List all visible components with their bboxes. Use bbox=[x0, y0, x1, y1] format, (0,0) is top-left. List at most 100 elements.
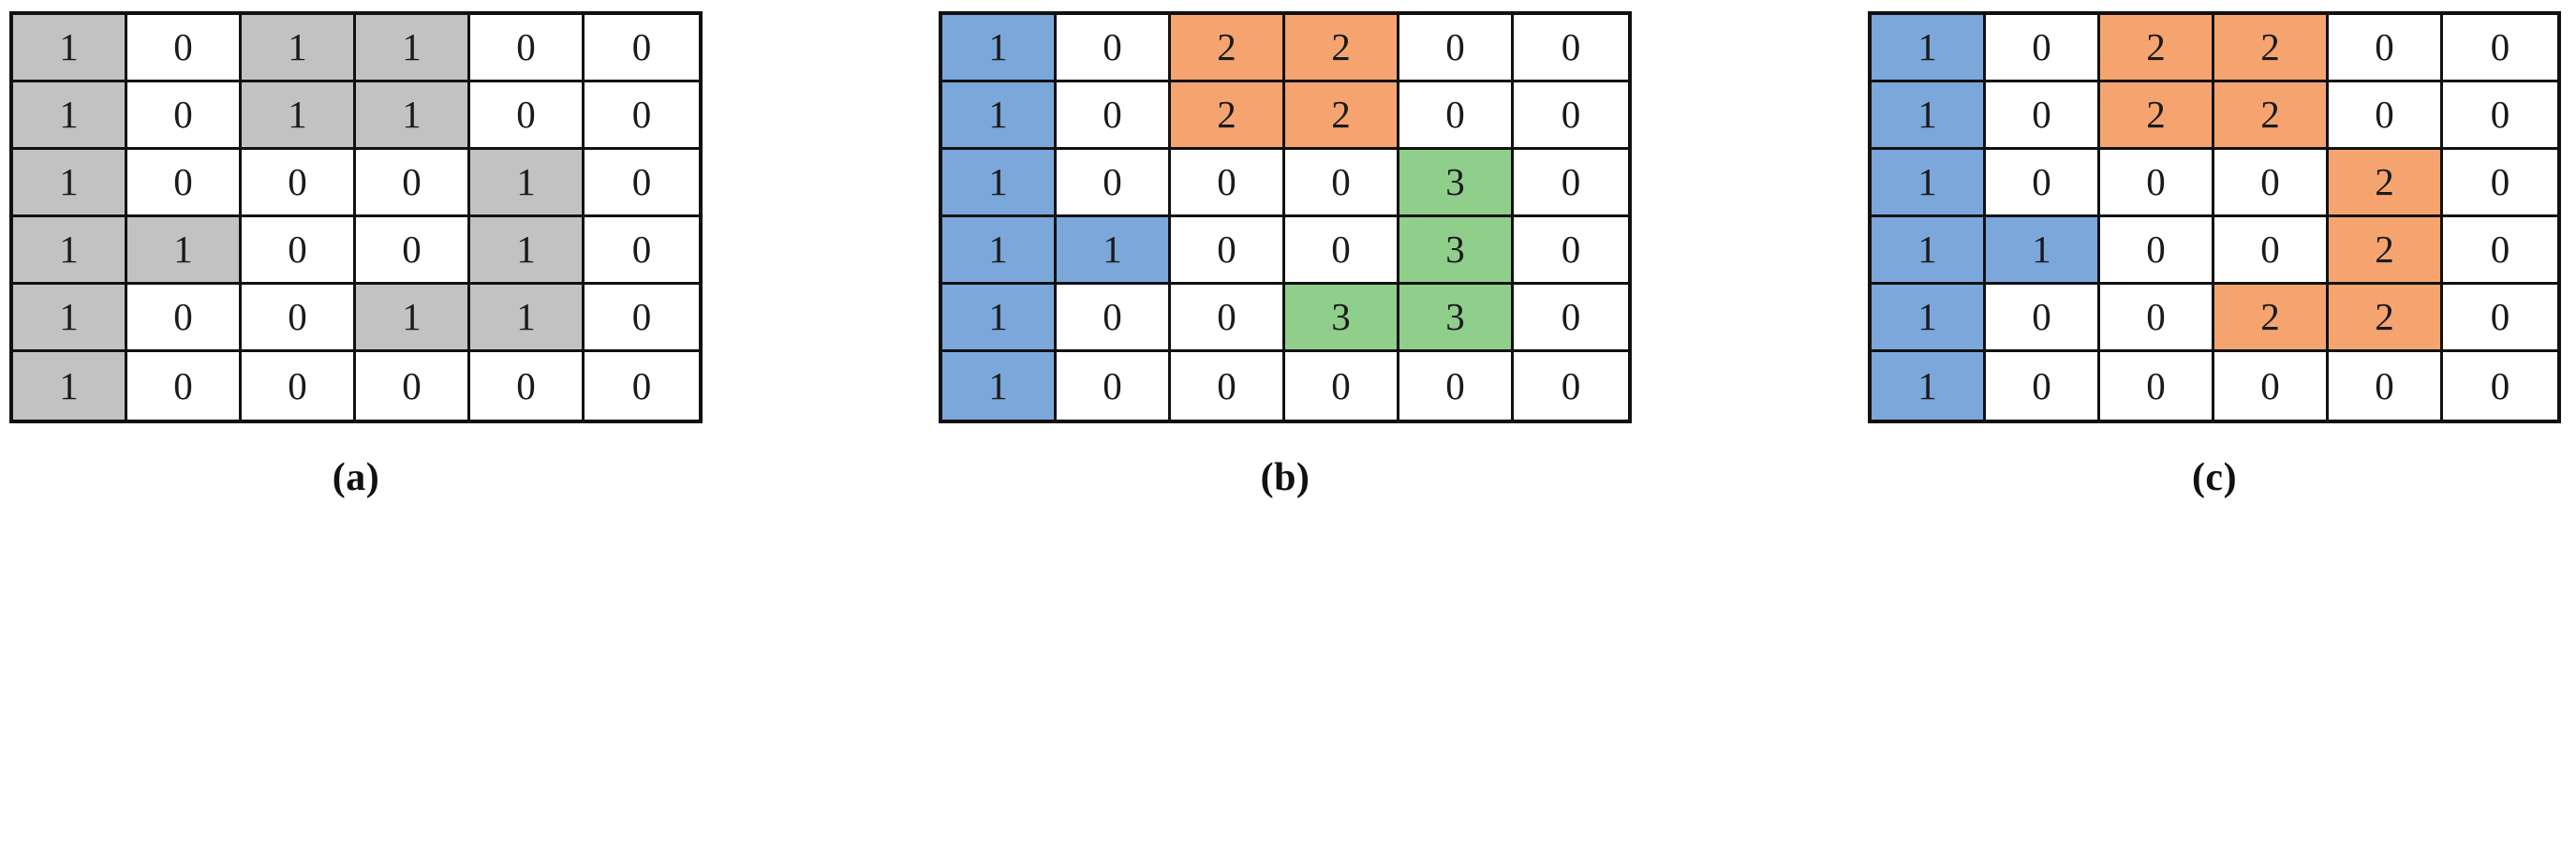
grid-b-cell-r4c2: 1 bbox=[1057, 217, 1171, 285]
grid-b-cell-r3c2: 0 bbox=[1057, 150, 1171, 217]
grid-c-cell-r2c5: 0 bbox=[2329, 82, 2443, 150]
grid-c-cell-r2c1: 1 bbox=[1872, 82, 1986, 150]
grid-b-cell-r2c4: 2 bbox=[1285, 82, 1399, 150]
grid-a-cell-r6c3: 0 bbox=[242, 352, 356, 420]
grid-b-cell-r5c6: 0 bbox=[1514, 285, 1628, 352]
grid-a-cell-r3c2: 0 bbox=[127, 150, 242, 217]
grid-b-cell-r5c1: 1 bbox=[942, 285, 1057, 352]
grid-c-cell-r6c3: 0 bbox=[2100, 352, 2214, 420]
grid-c-cell-r4c5: 2 bbox=[2329, 217, 2443, 285]
grid-b-cell-r3c1: 1 bbox=[942, 150, 1057, 217]
grid-c-cell-r4c2: 1 bbox=[1986, 217, 2100, 285]
grid-a-cell-r1c1: 1 bbox=[13, 15, 127, 82]
grid-b-cell-r3c6: 0 bbox=[1514, 150, 1628, 217]
grid-b-cell-r5c2: 0 bbox=[1057, 285, 1171, 352]
grid-c-cell-r5c5: 2 bbox=[2329, 285, 2443, 352]
grid-b-cell-r6c3: 0 bbox=[1171, 352, 1285, 420]
grid-a-cell-r4c5: 1 bbox=[470, 217, 585, 285]
grid-a-cell-r1c4: 1 bbox=[356, 15, 470, 82]
grid-b-cell-r1c2: 0 bbox=[1057, 15, 1171, 82]
grid-c-cell-r5c2: 0 bbox=[1986, 285, 2100, 352]
grid-c-cell-r3c2: 0 bbox=[1986, 150, 2100, 217]
caption-a: (a) bbox=[332, 456, 380, 499]
grid-b-cell-r1c1: 1 bbox=[942, 15, 1057, 82]
grid-c-cell-r5c1: 1 bbox=[1872, 285, 1986, 352]
grid-b-cell-r1c3: 2 bbox=[1171, 15, 1285, 82]
grid-b-cell-r5c3: 0 bbox=[1171, 285, 1285, 352]
grid-b-cell-r2c6: 0 bbox=[1514, 82, 1628, 150]
grid-b-cell-r6c1: 1 bbox=[942, 352, 1057, 420]
grid-c-cell-r4c1: 1 bbox=[1872, 217, 1986, 285]
grid-c-cell-r2c4: 2 bbox=[2214, 82, 2329, 150]
grid-b-cell-r2c5: 0 bbox=[1399, 82, 1514, 150]
grid-b-cell-r3c5: 3 bbox=[1399, 150, 1514, 217]
grid-b-cell-r6c5: 0 bbox=[1399, 352, 1514, 420]
grid-c-cell-r3c6: 0 bbox=[2443, 150, 2557, 217]
grid-c-cell-r2c6: 0 bbox=[2443, 82, 2557, 150]
grid-a-cell-r6c1: 1 bbox=[13, 352, 127, 420]
grid-c-cell-r2c2: 0 bbox=[1986, 82, 2100, 150]
grid-b-cell-r1c6: 0 bbox=[1514, 15, 1628, 82]
grid-a-cell-r2c6: 0 bbox=[585, 82, 699, 150]
grid-b-cell-r6c2: 0 bbox=[1057, 352, 1171, 420]
grid-a-cell-r6c5: 0 bbox=[470, 352, 585, 420]
grid-b-cell-r3c3: 0 bbox=[1171, 150, 1285, 217]
grid-c-cell-r3c3: 0 bbox=[2100, 150, 2214, 217]
grid-c-cell-r1c1: 1 bbox=[1872, 15, 1986, 82]
grid-c-cell-r6c1: 1 bbox=[1872, 352, 1986, 420]
grid-a-cell-r1c5: 0 bbox=[470, 15, 585, 82]
grid-b-cell-r4c3: 0 bbox=[1171, 217, 1285, 285]
grid-c-cell-r1c3: 2 bbox=[2100, 15, 2214, 82]
grid-c-cell-r4c4: 0 bbox=[2214, 217, 2329, 285]
grid-b-cell-r2c1: 1 bbox=[942, 82, 1057, 150]
grid-a-cell-r2c4: 1 bbox=[356, 82, 470, 150]
grid-a-cell-r2c1: 1 bbox=[13, 82, 127, 150]
grid-c-cell-r5c6: 0 bbox=[2443, 285, 2557, 352]
grid-a-cell-r2c3: 1 bbox=[242, 82, 356, 150]
grid-a-cell-r6c4: 0 bbox=[356, 352, 470, 420]
grid-a-cell-r5c4: 1 bbox=[356, 285, 470, 352]
grid-c-cell-r3c1: 1 bbox=[1872, 150, 1986, 217]
grid-b-cell-r5c5: 3 bbox=[1399, 285, 1514, 352]
grid-b-cell-r2c3: 2 bbox=[1171, 82, 1285, 150]
grid-b-cell-r4c6: 0 bbox=[1514, 217, 1628, 285]
grid-a-cell-r3c3: 0 bbox=[242, 150, 356, 217]
grid-c-cell-r6c2: 0 bbox=[1986, 352, 2100, 420]
grid-b-cell-r3c4: 0 bbox=[1285, 150, 1399, 217]
grid-b-cell-r1c4: 2 bbox=[1285, 15, 1399, 82]
grid-a-cell-r5c5: 1 bbox=[470, 285, 585, 352]
grid-c-cell-r5c4: 2 bbox=[2214, 285, 2329, 352]
grid-a-cell-r4c2: 1 bbox=[127, 217, 242, 285]
grid-b-cell-r4c4: 0 bbox=[1285, 217, 1399, 285]
grid-b-cell-r6c4: 0 bbox=[1285, 352, 1399, 420]
grid-a-cell-r1c6: 0 bbox=[585, 15, 699, 82]
caption-b: (b) bbox=[1260, 456, 1310, 499]
grid-b-cell-r4c1: 1 bbox=[942, 217, 1057, 285]
grid-c-cell-r3c4: 0 bbox=[2214, 150, 2329, 217]
grid-a-cell-r4c3: 0 bbox=[242, 217, 356, 285]
grid-c-cell-r1c5: 0 bbox=[2329, 15, 2443, 82]
grid-a-cell-r5c1: 1 bbox=[13, 285, 127, 352]
grid-c-cell-r6c5: 0 bbox=[2329, 352, 2443, 420]
grid-a-cell-r3c5: 1 bbox=[470, 150, 585, 217]
grid-a-cell-r3c4: 0 bbox=[356, 150, 470, 217]
grid-a-cell-r4c4: 0 bbox=[356, 217, 470, 285]
grid-a-cell-r1c3: 1 bbox=[242, 15, 356, 82]
grid-c-cell-r1c4: 2 bbox=[2214, 15, 2329, 82]
grid-b-cell-r4c5: 3 bbox=[1399, 217, 1514, 285]
grid-a-cell-r5c2: 0 bbox=[127, 285, 242, 352]
grid-a-cell-r3c1: 1 bbox=[13, 150, 127, 217]
grid-c-cell-r5c3: 0 bbox=[2100, 285, 2214, 352]
grid-a-cell-r5c6: 0 bbox=[585, 285, 699, 352]
grid-a-cell-r2c2: 0 bbox=[127, 82, 242, 150]
grid-a-cell-r5c3: 0 bbox=[242, 285, 356, 352]
grid-b-cell-r6c6: 0 bbox=[1514, 352, 1628, 420]
grid-b-cell-r1c5: 0 bbox=[1399, 15, 1514, 82]
grid-c-cell-r3c5: 2 bbox=[2329, 150, 2443, 217]
grid-c-cell-r2c3: 2 bbox=[2100, 82, 2214, 150]
